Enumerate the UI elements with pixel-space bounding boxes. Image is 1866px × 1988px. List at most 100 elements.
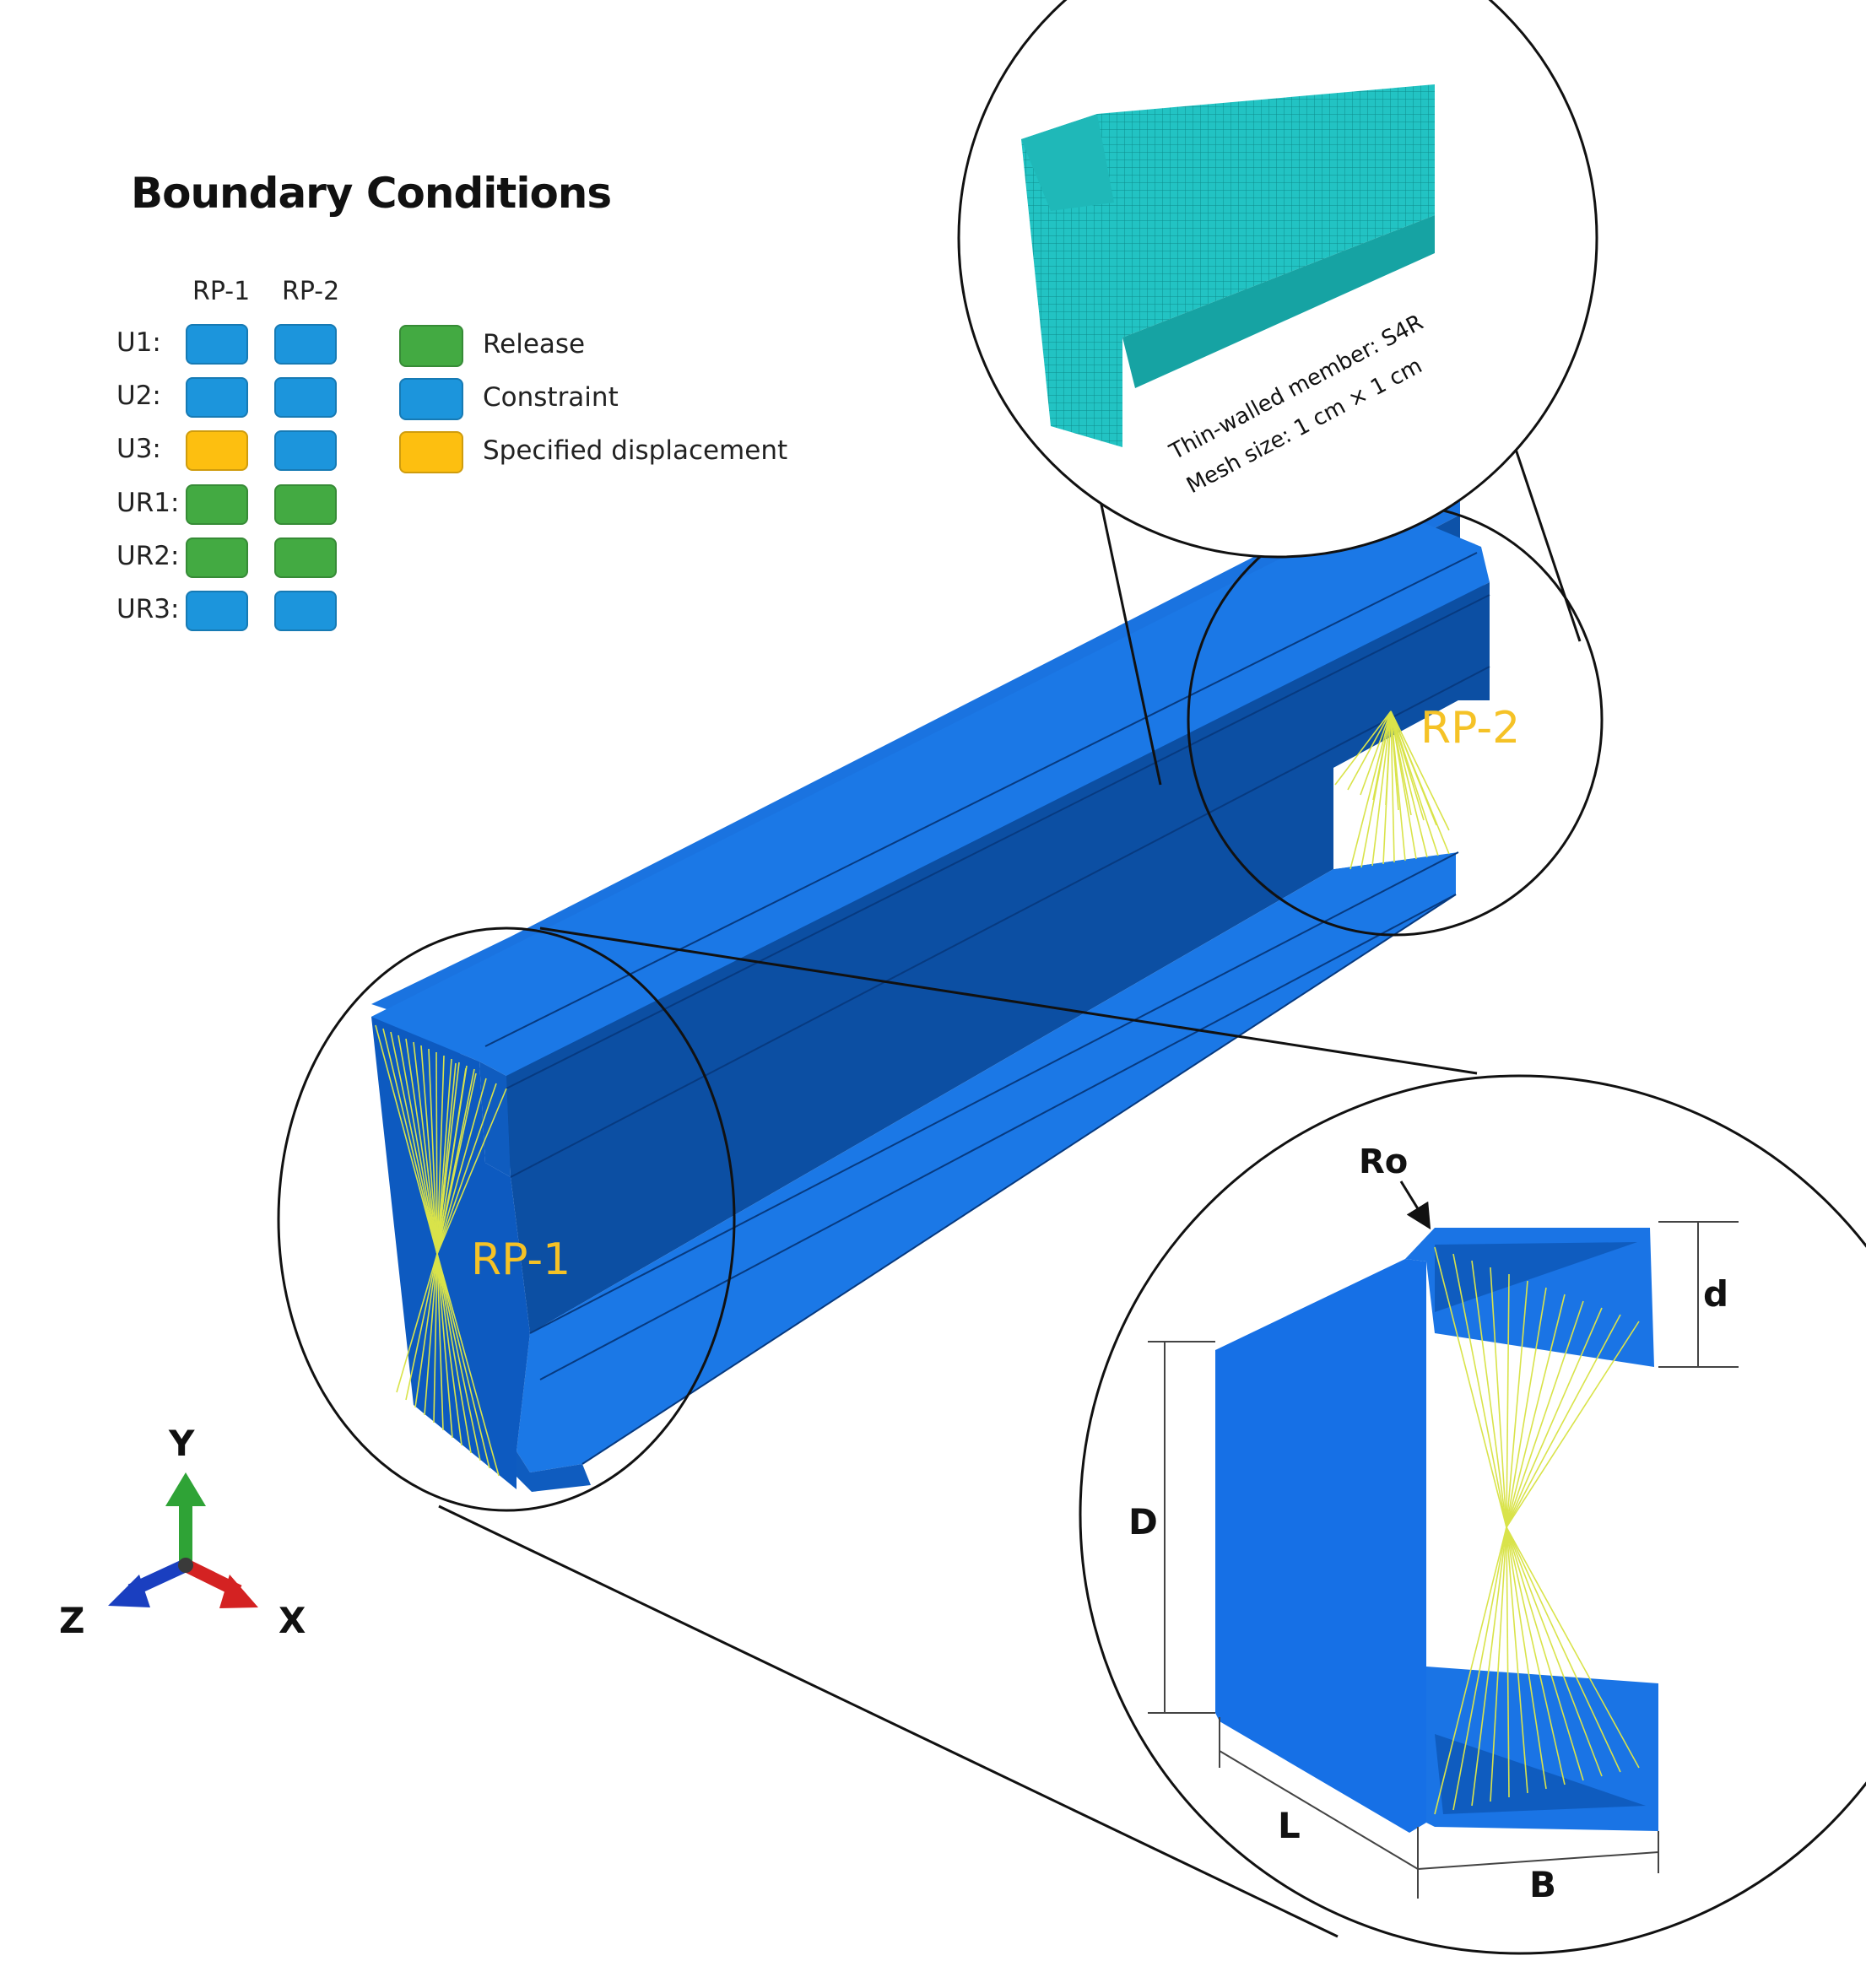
- x-axis-arrowhead: [219, 1575, 258, 1608]
- rp1-coupling-line: [435, 1051, 438, 1255]
- detail-coupling-line: [1452, 1526, 1507, 1811]
- rp1-coupling-line: [436, 1058, 452, 1255]
- detail-coupling-line: [1506, 1287, 1547, 1528]
- detail-coupling-line: [1506, 1307, 1603, 1528]
- x-axis-label: X: [279, 1600, 306, 1641]
- detail-circle-border: [1079, 1074, 1866, 1955]
- legend-swatch-release: [399, 325, 463, 367]
- rp1-coupling-line: [436, 1253, 490, 1469]
- edge-line-2: [506, 594, 1490, 1089]
- detail-coupling-line: [1434, 1246, 1507, 1528]
- detail-coupling-line: [1490, 1267, 1507, 1528]
- dim-label-d: d: [1703, 1273, 1728, 1315]
- rp1-coupling-line: [436, 1253, 444, 1431]
- y-axis-arrowhead: [165, 1472, 206, 1506]
- mesh-top-lip: [1021, 114, 1114, 211]
- detail-coupling-line: [1506, 1526, 1528, 1794]
- rp2-coupling-line: [1390, 710, 1450, 855]
- detail-coupling-line: [1506, 1294, 1566, 1528]
- detail-coupling-line: [1506, 1526, 1603, 1777]
- detail-coupling-line: [1506, 1280, 1528, 1528]
- zoom-circle-rp1: [277, 926, 736, 1512]
- bc-swatch-rp2: [274, 324, 337, 365]
- rp1-coupling-line: [413, 1041, 438, 1255]
- detail-coupling-line: [1506, 1321, 1640, 1528]
- dim-label-L: L: [1278, 1805, 1301, 1846]
- mesh-bottom-flange: [1122, 215, 1435, 388]
- detail-coupling-line: [1506, 1273, 1510, 1528]
- rp2-coupling-line: [1334, 710, 1392, 786]
- detail-coupling-line: [1506, 1526, 1584, 1781]
- dim-label-Ro: Ro: [1359, 1143, 1408, 1181]
- rp1-coupling-line: [390, 1031, 438, 1255]
- rp2-coupling-line: [1360, 710, 1392, 868]
- bc-swatch-rp1: [186, 484, 248, 525]
- bc-swatch-rp2: [274, 430, 337, 471]
- bc-row-label: U3:: [116, 434, 161, 464]
- axis-triad: Y Z X: [59, 1423, 306, 1641]
- detail-top-flange-inner: [1435, 1242, 1637, 1312]
- rp2-coupling-line: [1371, 710, 1392, 867]
- rp1-coupling-line: [396, 1253, 438, 1393]
- rp1-coupling-line: [436, 1078, 487, 1255]
- rp1-coupling-line: [436, 1253, 453, 1439]
- dim-label-B: B: [1529, 1864, 1556, 1905]
- detail-coupling-line: [1490, 1526, 1507, 1802]
- bc-row-label: UR3:: [116, 594, 180, 624]
- dim-label-D: D: [1128, 1501, 1158, 1542]
- rp1-coupling-line: [436, 1253, 500, 1477]
- rp2-coupling-line: [1349, 710, 1392, 870]
- rp1-coupling-line: [405, 1253, 438, 1401]
- bc-swatch-rp1: [186, 324, 248, 365]
- z-axis-arrowhead: [108, 1575, 150, 1607]
- legend-label-constraint: Constraint: [483, 382, 619, 413]
- dim-L-line: [1219, 1750, 1419, 1870]
- rp1-coupling-line: [436, 1055, 445, 1255]
- rp1-coupling-line: [414, 1253, 438, 1408]
- detail-bottom-flange-inner: [1435, 1734, 1646, 1814]
- detail-web-face: [1215, 1259, 1426, 1833]
- bottom-flange: [517, 852, 1456, 1472]
- boundary-conditions-title: Boundary Conditions: [131, 169, 612, 218]
- bc-swatch-rp1: [186, 377, 248, 418]
- bottom-flange-surface: [371, 451, 1460, 1013]
- rp1-label: RP-1: [471, 1234, 571, 1285]
- rp2-coupling-line: [1390, 710, 1439, 856]
- connector-detail-bottom: [438, 1505, 1339, 1938]
- detail-coupling-lines: [1434, 1246, 1640, 1815]
- rp1-coupling-line: [436, 1067, 467, 1255]
- rp2-coupling-line: [1390, 710, 1417, 860]
- rp1-coupling-line: [424, 1253, 438, 1416]
- top-flange: [371, 506, 1490, 1076]
- detail-coupling-line: [1506, 1526, 1640, 1769]
- bc-row-label: U2:: [116, 381, 161, 411]
- rp2-coupling-line: [1382, 710, 1392, 865]
- rp1-coupling-line: [436, 1253, 472, 1454]
- detail-coupling-line: [1471, 1260, 1507, 1528]
- detail-zoom: Ro d D L B: [1079, 1074, 1866, 1955]
- detail-coupling-line: [1506, 1526, 1510, 1798]
- rp1-coupling-line: [420, 1045, 438, 1255]
- detail-coupling-line: [1506, 1300, 1584, 1528]
- z-axis-label: Z: [59, 1600, 84, 1641]
- end-face-rp1: [371, 1017, 530, 1489]
- rp1-coupling-line: [436, 1072, 477, 1255]
- rp1-coupling-line: [433, 1253, 438, 1423]
- connector-detail-top: [539, 926, 1478, 1075]
- rp2-coupling-line: [1360, 710, 1392, 796]
- rp1-coupling-line: [436, 1062, 457, 1255]
- detail-coupling-line: [1506, 1526, 1566, 1785]
- bc-swatch-rp2: [274, 591, 337, 631]
- rp1-coupling-line: [436, 1083, 497, 1255]
- rp2-coupling-line: [1390, 710, 1406, 862]
- bc-swatch-rp2: [274, 484, 337, 525]
- edge-line-1: [484, 552, 1478, 1047]
- rp1-coupling-line: [398, 1035, 438, 1255]
- mesh-circle-border: [957, 0, 1598, 559]
- column-header-rp1: RP-1: [192, 277, 251, 306]
- rp1-coupling-line: [428, 1048, 438, 1255]
- rp1-coupling-line: [405, 1038, 438, 1255]
- detail-coupling-line: [1506, 1526, 1547, 1790]
- top-lip-front: [479, 1062, 511, 1177]
